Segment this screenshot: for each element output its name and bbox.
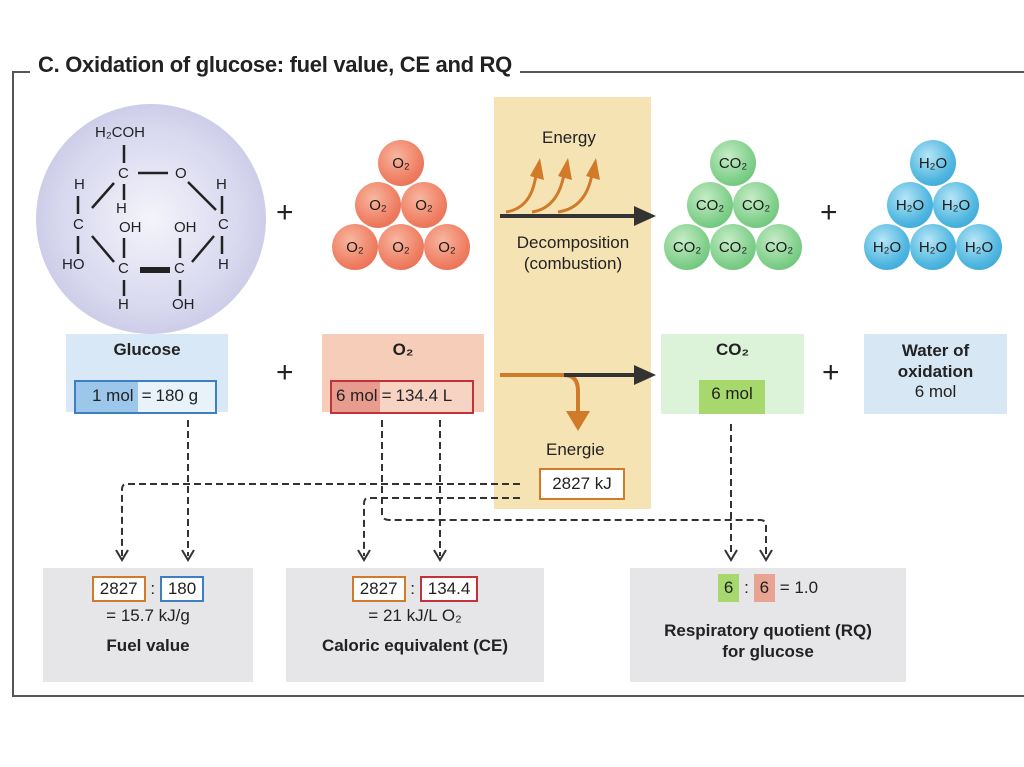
atom-c2: C (73, 216, 84, 233)
water-label-box: Water of oxidation 6 mol (864, 334, 1007, 414)
energy-arrow-2 (531, 173, 566, 214)
co2-molecule: CO₂ (687, 182, 733, 228)
connector-energy-to-fuel (121, 483, 520, 556)
o2-molecule: O₂ (401, 182, 447, 228)
ce-label: Caloric equivalent (CE) (321, 636, 509, 655)
plus-sign: + (820, 196, 838, 229)
sub-oh-c5: H (216, 176, 227, 193)
rq-o2-value: 6 (753, 574, 776, 602)
sub-oh-c3: OH (119, 219, 142, 236)
oxygen-name: O₂ (392, 340, 414, 359)
plus-sign: + (276, 196, 294, 229)
oxygen-equals: = (379, 382, 394, 412)
arrow-head-right (634, 206, 656, 226)
caloric-equivalent-box: 2827 : 134.4 = 21 kJ/L O₂ Caloric equiva… (286, 568, 544, 682)
figure-title: C. Oxidation of glucose: fuel value, CE … (30, 52, 520, 78)
atom-c4: C (174, 260, 185, 277)
plus-sign: + (276, 356, 294, 389)
co2-name: CO₂ (715, 340, 750, 359)
sub-h-left: H (74, 176, 85, 193)
glucose-mol: 1 mol (76, 382, 138, 412)
glucose-molecule (36, 104, 266, 334)
oxygen-mol: 6 mol (332, 382, 380, 412)
connector-oxygen-to-rq (381, 420, 767, 556)
water-name-line1: Water of (901, 341, 970, 360)
h2coh-group: H₂COH (95, 124, 145, 141)
ce-energy-value: 2827 (351, 576, 406, 602)
atom-c1: C (118, 165, 129, 182)
process-line1: Decomposition (516, 233, 630, 252)
ratio-separator: : (744, 578, 749, 597)
glucose-mol-box: 1 mol = 180 g (74, 380, 217, 414)
energy-arrow-1 (505, 173, 538, 214)
sub-h-c1: H (116, 200, 127, 217)
energy-label: Energy (542, 128, 596, 147)
process-label: Decomposition (combustion) (498, 232, 648, 274)
glucose-name: Glucose (113, 340, 181, 359)
energie-label: Energie (546, 440, 605, 459)
glucose-amount: 180 g (153, 382, 215, 412)
plus-sign: + (822, 356, 840, 389)
glucose-bonds (76, 145, 224, 296)
water-amount: 6 mol (914, 382, 957, 401)
co2-molecule: CO₂ (733, 182, 779, 228)
sub-oh-c4: OH (172, 296, 195, 313)
h2o-molecule: H₂O (933, 182, 979, 228)
h2o-molecule: H₂O (887, 182, 933, 228)
rq-box: 6 : 6 = 1.0 Respiratory quotient (RQ) fo… (630, 568, 906, 682)
co2-amount: 6 mol (699, 380, 765, 414)
oxygen-mol-box: 6 mol = 134.4 L (330, 380, 474, 414)
energy-value-box: 2827 kJ (539, 468, 625, 500)
process-line2: (combustion) (523, 254, 623, 273)
atom-c5: C (218, 216, 229, 233)
o2-molecule: O₂ (378, 224, 424, 270)
rq-co2-value: 6 (717, 574, 740, 602)
fuel-value-result: = 15.7 kJ/g (106, 606, 190, 625)
rq-result: = 1.0 (779, 578, 819, 597)
oxygen-amount: 134.4 L (393, 382, 472, 412)
sub-h-c4: OH (174, 219, 197, 236)
ce-volume-value: 134.4 (419, 576, 479, 602)
atom-c3: C (118, 260, 129, 277)
ratio-separator: : (410, 579, 415, 598)
sub-h-c3: H (118, 296, 129, 313)
connector-energy-to-ce (363, 497, 520, 556)
h2o-molecule: H₂O (910, 140, 956, 186)
co2-molecule: CO₂ (710, 140, 756, 186)
o2-molecule: O₂ (378, 140, 424, 186)
co2-molecule: CO₂ (710, 224, 756, 270)
fuel-mass-value: 180 (159, 576, 205, 602)
h2o-molecule: H₂O (956, 224, 1002, 270)
fuel-value-label: Fuel value (106, 636, 190, 655)
rq-label-line2: for glucose (722, 642, 814, 661)
ratio-separator: : (150, 579, 156, 598)
glucose-equals: = (137, 382, 154, 412)
ring-oxygen: O (175, 165, 187, 182)
sub-ho-left: HO (62, 256, 85, 273)
o2-molecule: O₂ (332, 224, 378, 270)
o2-molecule: O₂ (424, 224, 470, 270)
energy-arrow-3 (557, 173, 594, 214)
rq-label-line1: Respiratory quotient (RQ) (664, 621, 872, 640)
ce-result: = 21 kJ/L O₂ (368, 606, 462, 625)
fuel-value-box: 2827 : 180 = 15.7 kJ/g Fuel value (43, 568, 253, 682)
water-name-line2: oxidation (897, 362, 974, 381)
fuel-energy-value: 2827 (91, 576, 146, 602)
energy-release-arrow (500, 365, 656, 431)
h2o-molecule: H₂O (864, 224, 910, 270)
reaction-band (494, 97, 651, 509)
o2-molecule: O₂ (355, 182, 401, 228)
co2-molecule: CO₂ (664, 224, 710, 270)
sub-h-c5: H (218, 256, 229, 273)
co2-label-box: CO₂ 6 mol (661, 334, 804, 414)
h2o-molecule: H₂O (910, 224, 956, 270)
combustion-arrows (500, 158, 656, 226)
co2-molecule: CO₂ (756, 224, 802, 270)
